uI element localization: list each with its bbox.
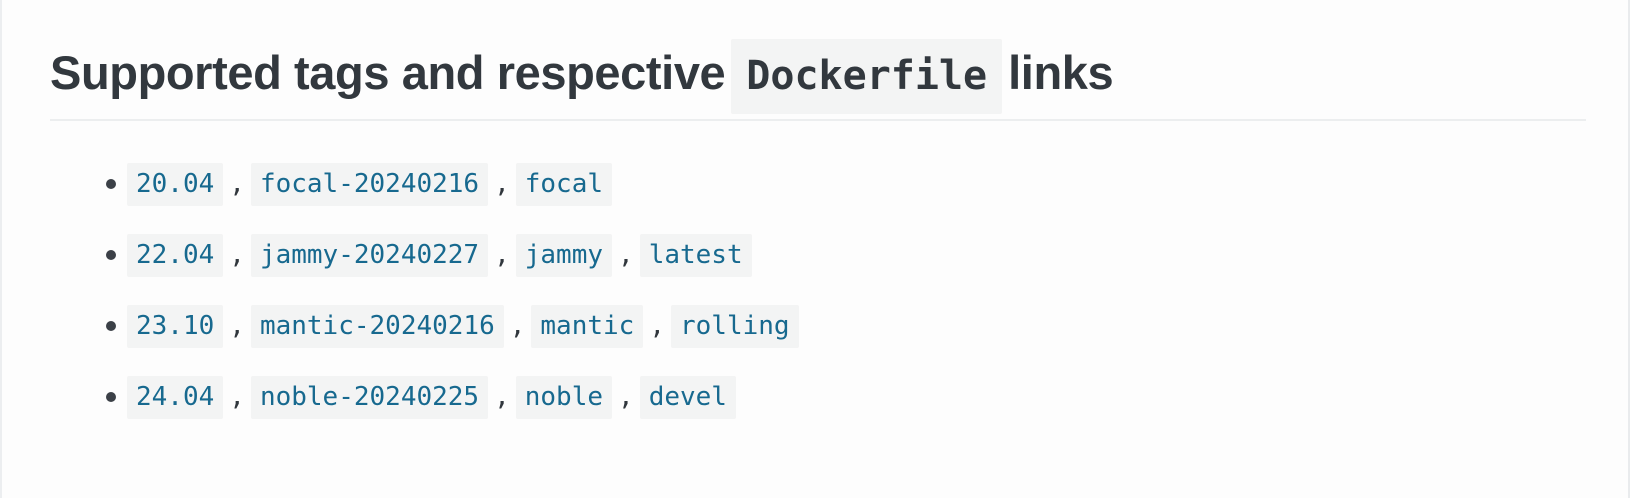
tag-separator: , bbox=[229, 382, 245, 413]
list-item: 23.10,mantic-20240216,mantic,rolling bbox=[50, 290, 1586, 361]
tag-link[interactable]: latest bbox=[639, 233, 752, 277]
page-title-prefix: Supported tags and respective bbox=[50, 46, 726, 99]
tag-separator: , bbox=[509, 311, 526, 342]
tag-separator: , bbox=[229, 240, 245, 271]
tag-link[interactable]: 20.04 bbox=[127, 162, 224, 206]
tag-link[interactable]: jammy-20240227 bbox=[250, 233, 489, 277]
supported-tags-list: 20.04,focal-20240216,focal 22.04,jammy-2… bbox=[50, 148, 1586, 432]
tag-link[interactable]: focal-20240216 bbox=[250, 162, 489, 206]
tag-separator: , bbox=[229, 169, 245, 200]
tag-separator: , bbox=[229, 311, 245, 342]
page-title-code-dockerfile: Dockerfile bbox=[731, 39, 1003, 114]
tag-link[interactable]: noble bbox=[515, 375, 613, 419]
tag-separator: , bbox=[618, 240, 634, 271]
tag-separator: , bbox=[649, 311, 665, 342]
tag-link[interactable]: devel bbox=[639, 375, 736, 419]
tag-link[interactable]: mantic-20240216 bbox=[250, 304, 504, 348]
tag-list-wrapper: 20.04,focal-20240216,focal 22.04,jammy-2… bbox=[50, 121, 1586, 432]
tag-link[interactable]: rolling bbox=[670, 304, 799, 348]
tag-link[interactable]: 22.04 bbox=[127, 233, 224, 277]
list-item: 24.04,noble-20240225,noble,devel bbox=[50, 361, 1586, 432]
tag-link[interactable]: noble-20240225 bbox=[250, 375, 489, 419]
tag-link[interactable]: jammy bbox=[515, 233, 613, 277]
tag-separator: , bbox=[494, 382, 510, 413]
tag-link[interactable]: 23.10 bbox=[127, 304, 224, 348]
tag-link[interactable]: 24.04 bbox=[127, 375, 224, 419]
list-item: 22.04,jammy-20240227,jammy,latest bbox=[50, 219, 1586, 290]
title-divider bbox=[50, 119, 1586, 122]
tag-separator: , bbox=[494, 240, 510, 271]
tag-link[interactable]: mantic bbox=[531, 304, 644, 348]
page-title-suffix: links bbox=[1008, 46, 1114, 99]
tag-separator: , bbox=[618, 382, 634, 413]
tag-link[interactable]: focal bbox=[515, 162, 613, 206]
tag-separator: , bbox=[494, 169, 510, 200]
list-item: 20.04,focal-20240216,focal bbox=[50, 148, 1586, 219]
